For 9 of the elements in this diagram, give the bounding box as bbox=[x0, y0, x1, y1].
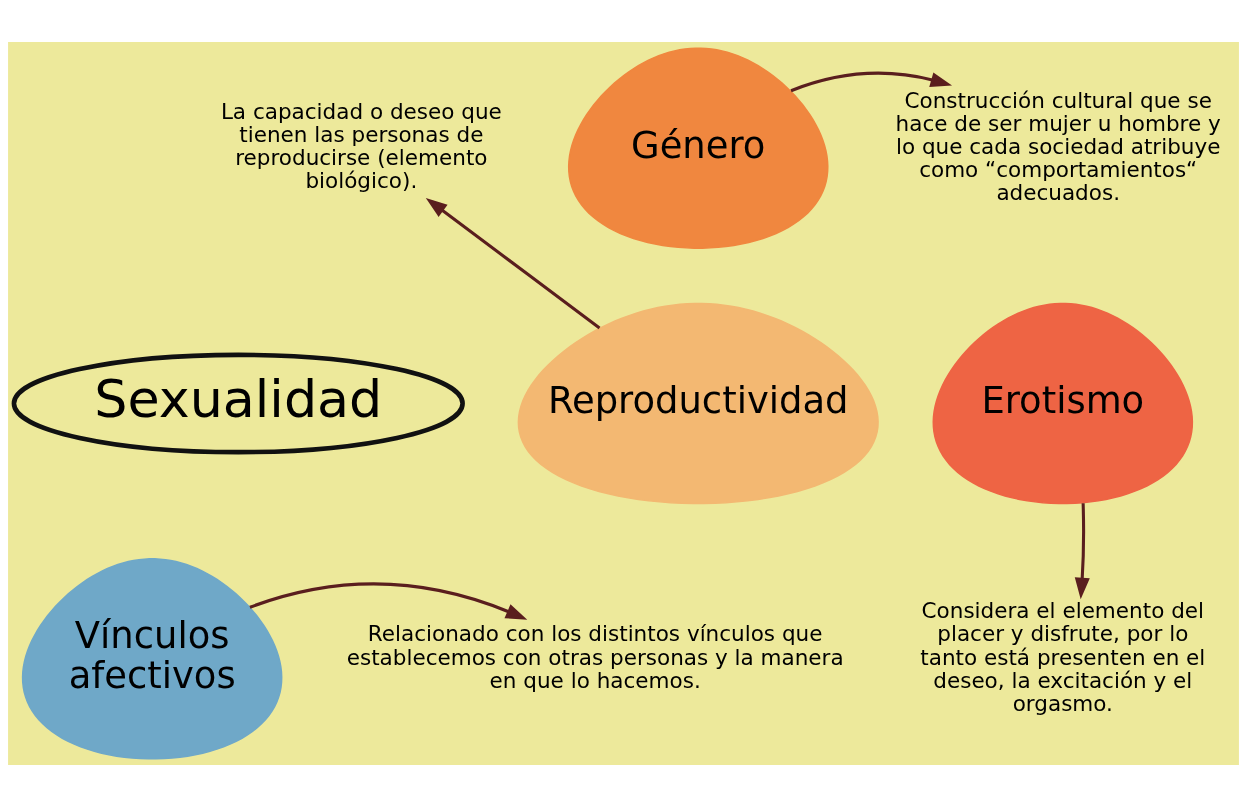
node-ellipse: Sexualidad bbox=[11, 352, 465, 455]
node-text: Construcción cultural que se hace de ser mujer u hombre y lo que cada sociedad atribuye como “comportamientos“ adecuados. bbox=[895, 87, 1221, 205]
arrow bbox=[1074, 503, 1090, 600]
arrow bbox=[249, 582, 528, 620]
arrow bbox=[790, 71, 953, 93]
node-text: Relacionado con los distintos vínculos que establecemos con otras personas y la manera en que lo hacemos. bbox=[346, 621, 844, 693]
arrow bbox=[425, 197, 601, 330]
node-text: La capacidad o deseo que tienen las personas de reproducirse (elemento biológico). bbox=[220, 99, 502, 194]
node-text: Considera el elemento del placer y disfrute, por lo tanto está presenten en el deseo, la excitación y el orgasmo. bbox=[920, 598, 1206, 716]
